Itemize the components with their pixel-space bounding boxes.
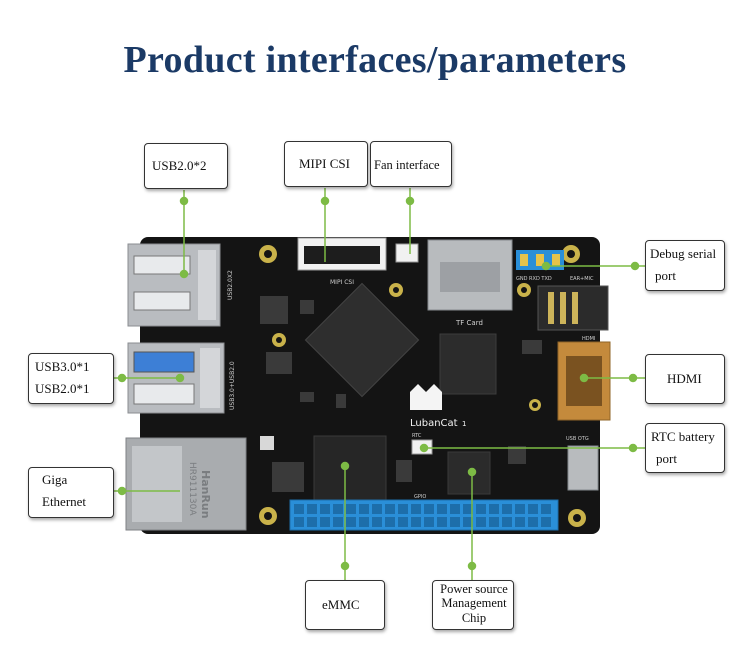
usb-otg-silk: USB OTG xyxy=(566,436,589,442)
label-emmc: eMMC xyxy=(305,580,385,630)
label-power-management: Power source Management Chip xyxy=(432,580,514,630)
callout-dot-hdmi xyxy=(579,373,589,383)
mipi-csi-connector: MIPI CSI xyxy=(297,237,387,286)
tf-silk: TF Card xyxy=(455,319,483,327)
audio-jack: EAR+MIC xyxy=(537,276,609,331)
callout-dot-rtc xyxy=(419,443,429,453)
eth-brand-silk: HanRun xyxy=(199,470,212,519)
usb3-port-stack: USB3.0+USB2.0 xyxy=(127,342,236,414)
label-rtc-battery: RTC battery port xyxy=(645,423,725,473)
usb2-silk: USB2.0X2 xyxy=(227,270,234,300)
hdmi-silk: HDMI xyxy=(582,336,595,342)
page-title: Product interfaces/parameters xyxy=(123,39,627,81)
emmc-chip xyxy=(313,435,387,507)
gpio-silk: GPIO xyxy=(414,494,426,500)
usb-otg-port: USB OTG xyxy=(566,436,599,491)
lubancat-logo: LubanCat 1 xyxy=(410,384,466,429)
callout-dot-emmc xyxy=(340,461,350,471)
mipi-silk: MIPI CSI xyxy=(330,279,354,286)
callout-dot-pmic xyxy=(467,467,477,477)
label-giga-ethernet: Giga Ethernet xyxy=(28,467,114,518)
model-silk: 1 xyxy=(462,420,466,428)
ethernet-jack: HanRun HR911130A xyxy=(125,437,247,531)
callout-dot-usb3 xyxy=(117,373,127,383)
label-usb30: USB3.0*1 USB2.0*1 xyxy=(28,353,114,404)
gpio-header xyxy=(289,499,559,531)
usb3-silk: USB3.0+USB2.0 xyxy=(229,361,236,410)
soc-chip xyxy=(304,282,420,398)
callout-dot-usb2 xyxy=(179,196,189,206)
usb2-port-stack: USB2.0X2 xyxy=(127,243,234,327)
label-fan-interface: Fan interface xyxy=(370,141,452,187)
label-debug-serial: Debug serial port xyxy=(645,240,725,291)
callout-lines xyxy=(114,188,648,580)
eth-model-silk: HR911130A xyxy=(187,462,197,516)
label-hdmi: HDMI xyxy=(645,354,725,404)
callout-dot-eth xyxy=(117,486,127,496)
tf-card-slot: TF Card xyxy=(427,239,513,327)
label-mipi-csi: MIPI CSI xyxy=(284,141,368,187)
small-components xyxy=(260,296,542,492)
callout-dot-mipi xyxy=(320,196,330,206)
rtc-silk: RTC xyxy=(412,433,422,439)
fan-connector xyxy=(395,243,419,263)
ear-mic-silk: EAR+MIC xyxy=(570,276,594,282)
serial-silk: GND RXD TXD xyxy=(516,276,552,282)
debug-serial-header: GND RXD TXD xyxy=(516,250,564,282)
brand-silk: LubanCat xyxy=(410,418,458,429)
label-usb20x2: USB2.0*2 xyxy=(144,143,228,189)
ram-chip xyxy=(439,333,497,395)
callout-dot-debug xyxy=(541,261,551,271)
callout-dot-fan xyxy=(405,196,415,206)
